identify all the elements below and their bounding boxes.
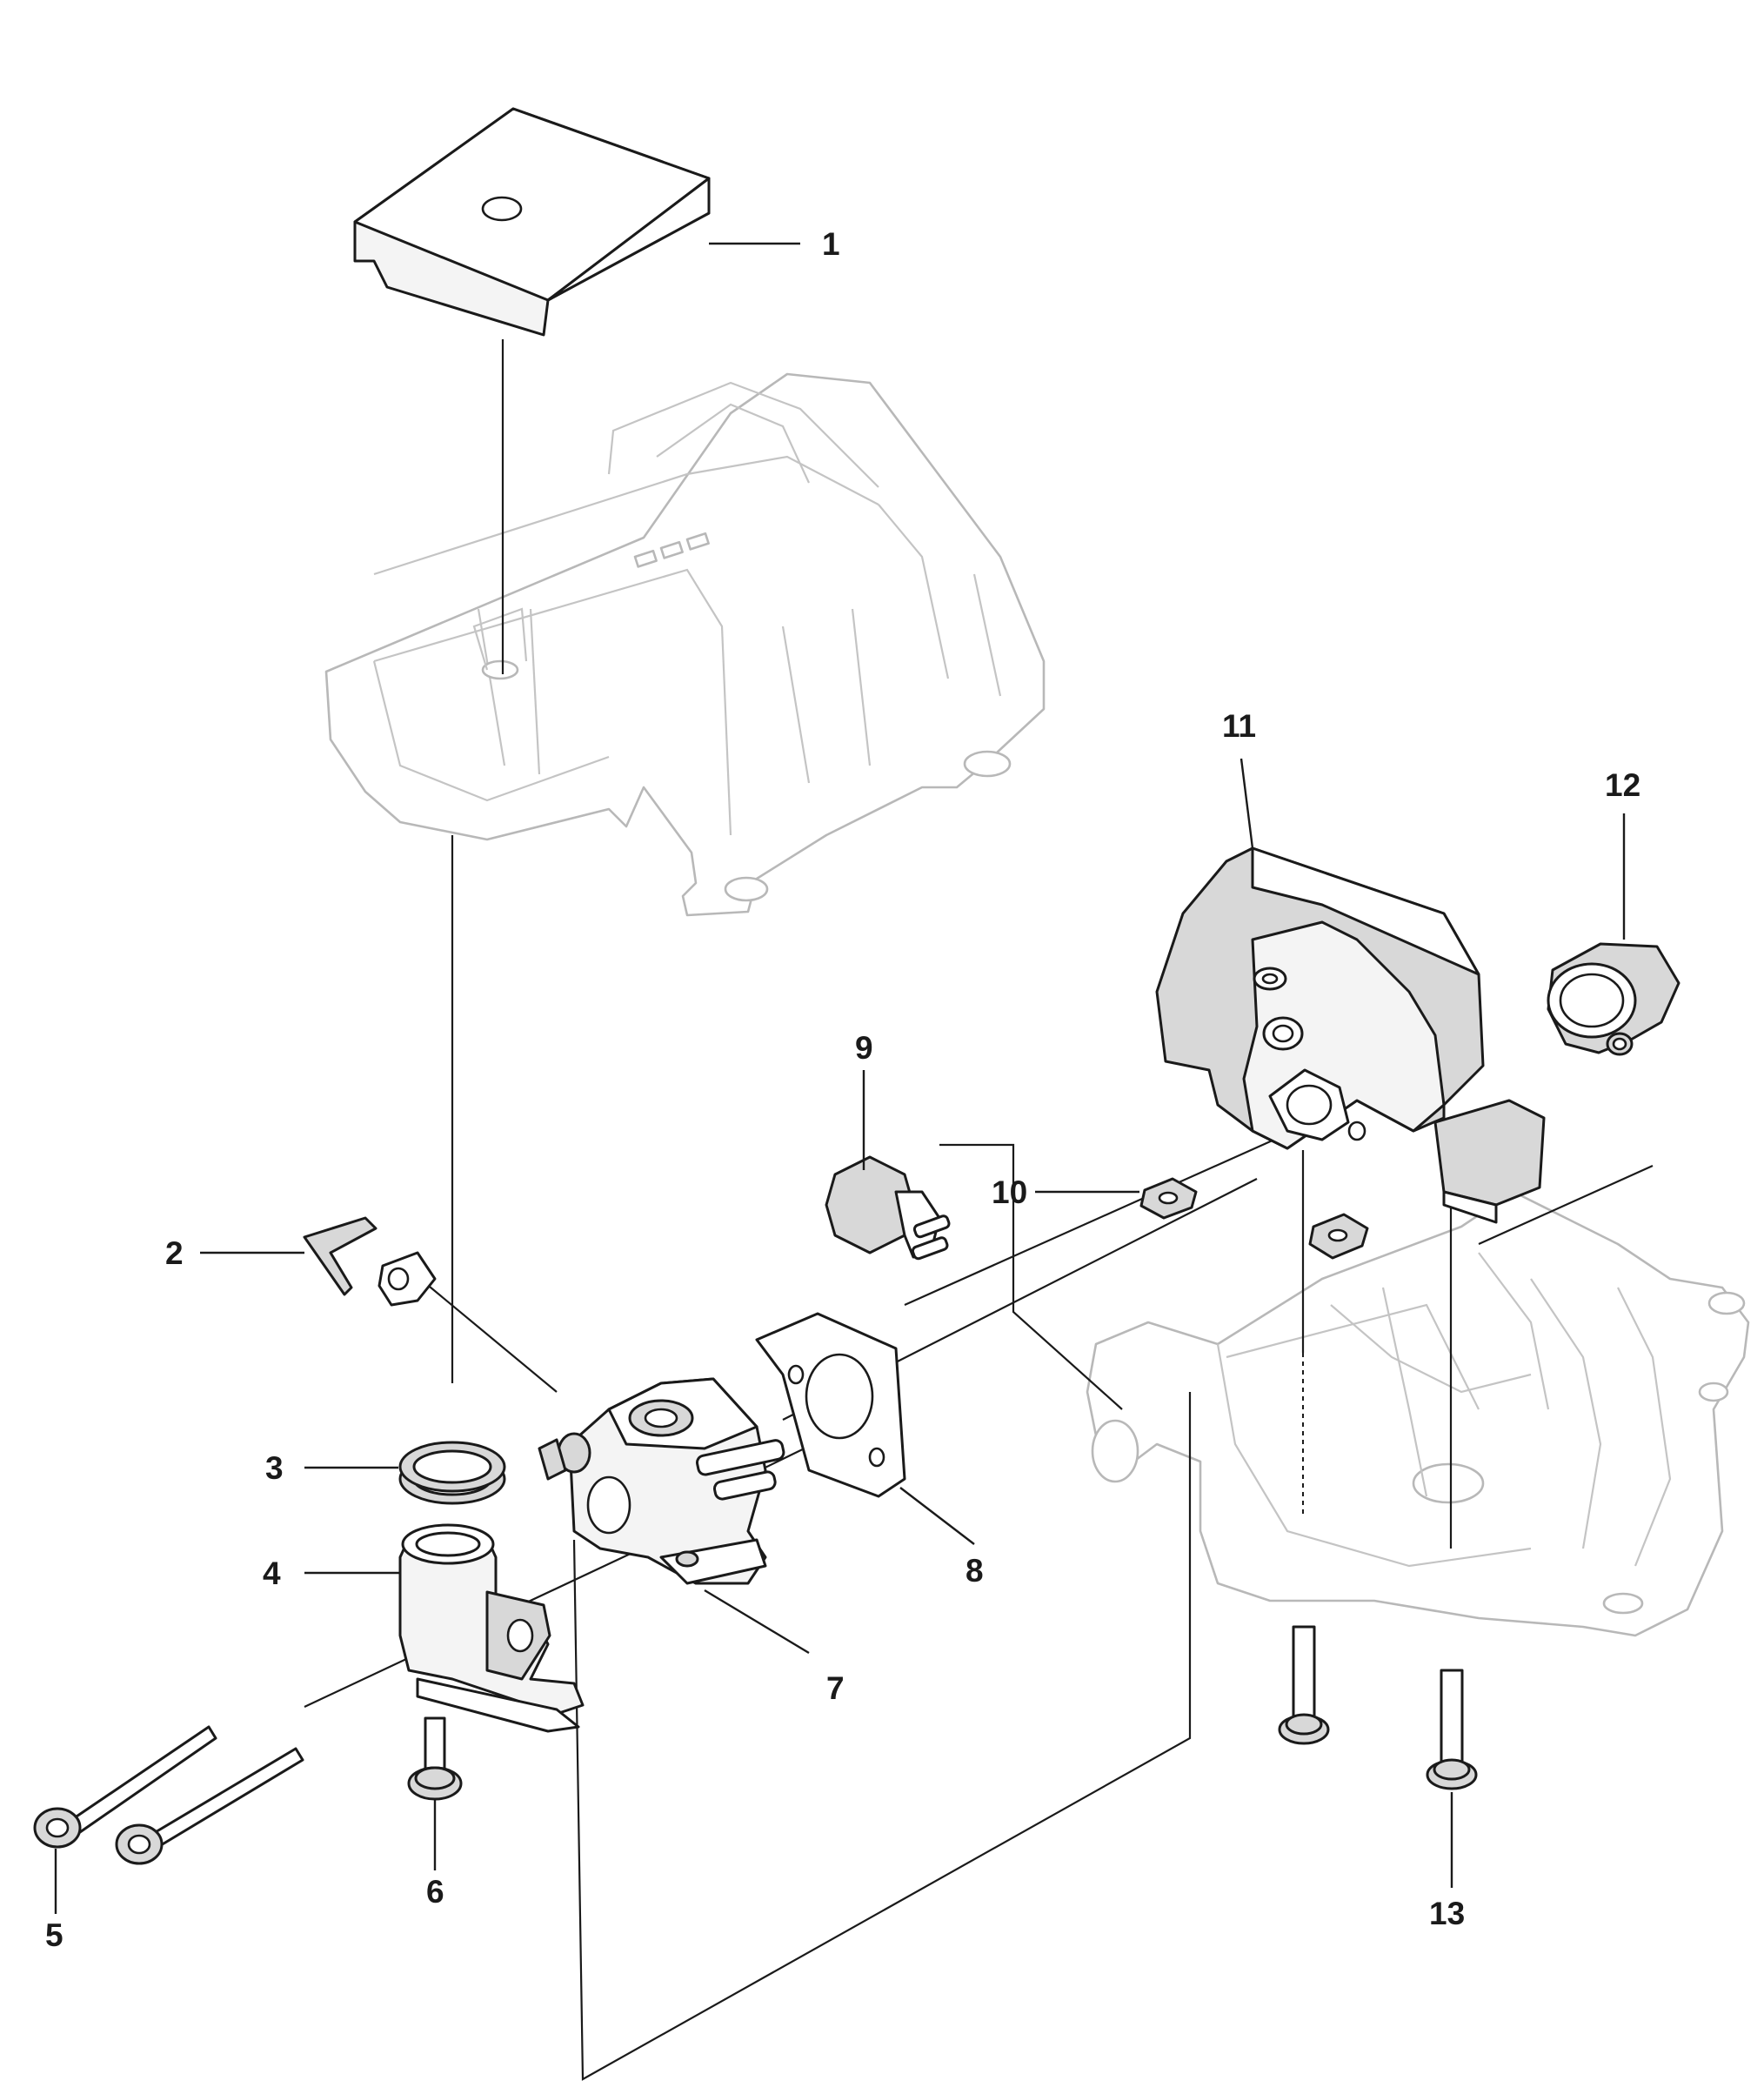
carburetor [538, 1377, 785, 1585]
callout-10: 10 [992, 1174, 1027, 1210]
holder-screws [1278, 1625, 1478, 1790]
primer-bulb [825, 1155, 951, 1261]
intake-adapter [398, 1523, 585, 1733]
callout-7: 7 [826, 1670, 845, 1706]
callout-1: 1 [822, 226, 840, 262]
callout-5: 5 [45, 1917, 63, 1953]
intake-sleeve [1547, 942, 1680, 1056]
callout-labels: 1 2 3 4 5 6 7 8 9 10 11 12 13 [45, 226, 1640, 1953]
callout-12: 12 [1605, 767, 1640, 803]
crankcase-ghost [1086, 1190, 1750, 1637]
callout-9: 9 [855, 1030, 873, 1066]
callout-11: 11 [1222, 708, 1256, 744]
leader-lines [54, 242, 1626, 1914]
filter-holder [1155, 846, 1546, 1224]
callout-4: 4 [263, 1555, 281, 1591]
callout-8: 8 [966, 1553, 984, 1589]
short-screw [407, 1716, 463, 1801]
callout-3: 3 [265, 1450, 284, 1486]
air-filter [353, 107, 711, 337]
long-screws [33, 1725, 304, 1865]
nuts [1139, 1177, 1369, 1260]
callout-2: 2 [165, 1235, 184, 1271]
seal-ring [398, 1441, 506, 1505]
cylinder-cover-ghost [324, 372, 1046, 917]
callout-13: 13 [1429, 1896, 1465, 1931]
gasket [755, 1312, 906, 1498]
choke-lever [303, 1216, 437, 1307]
callout-6: 6 [426, 1874, 444, 1910]
